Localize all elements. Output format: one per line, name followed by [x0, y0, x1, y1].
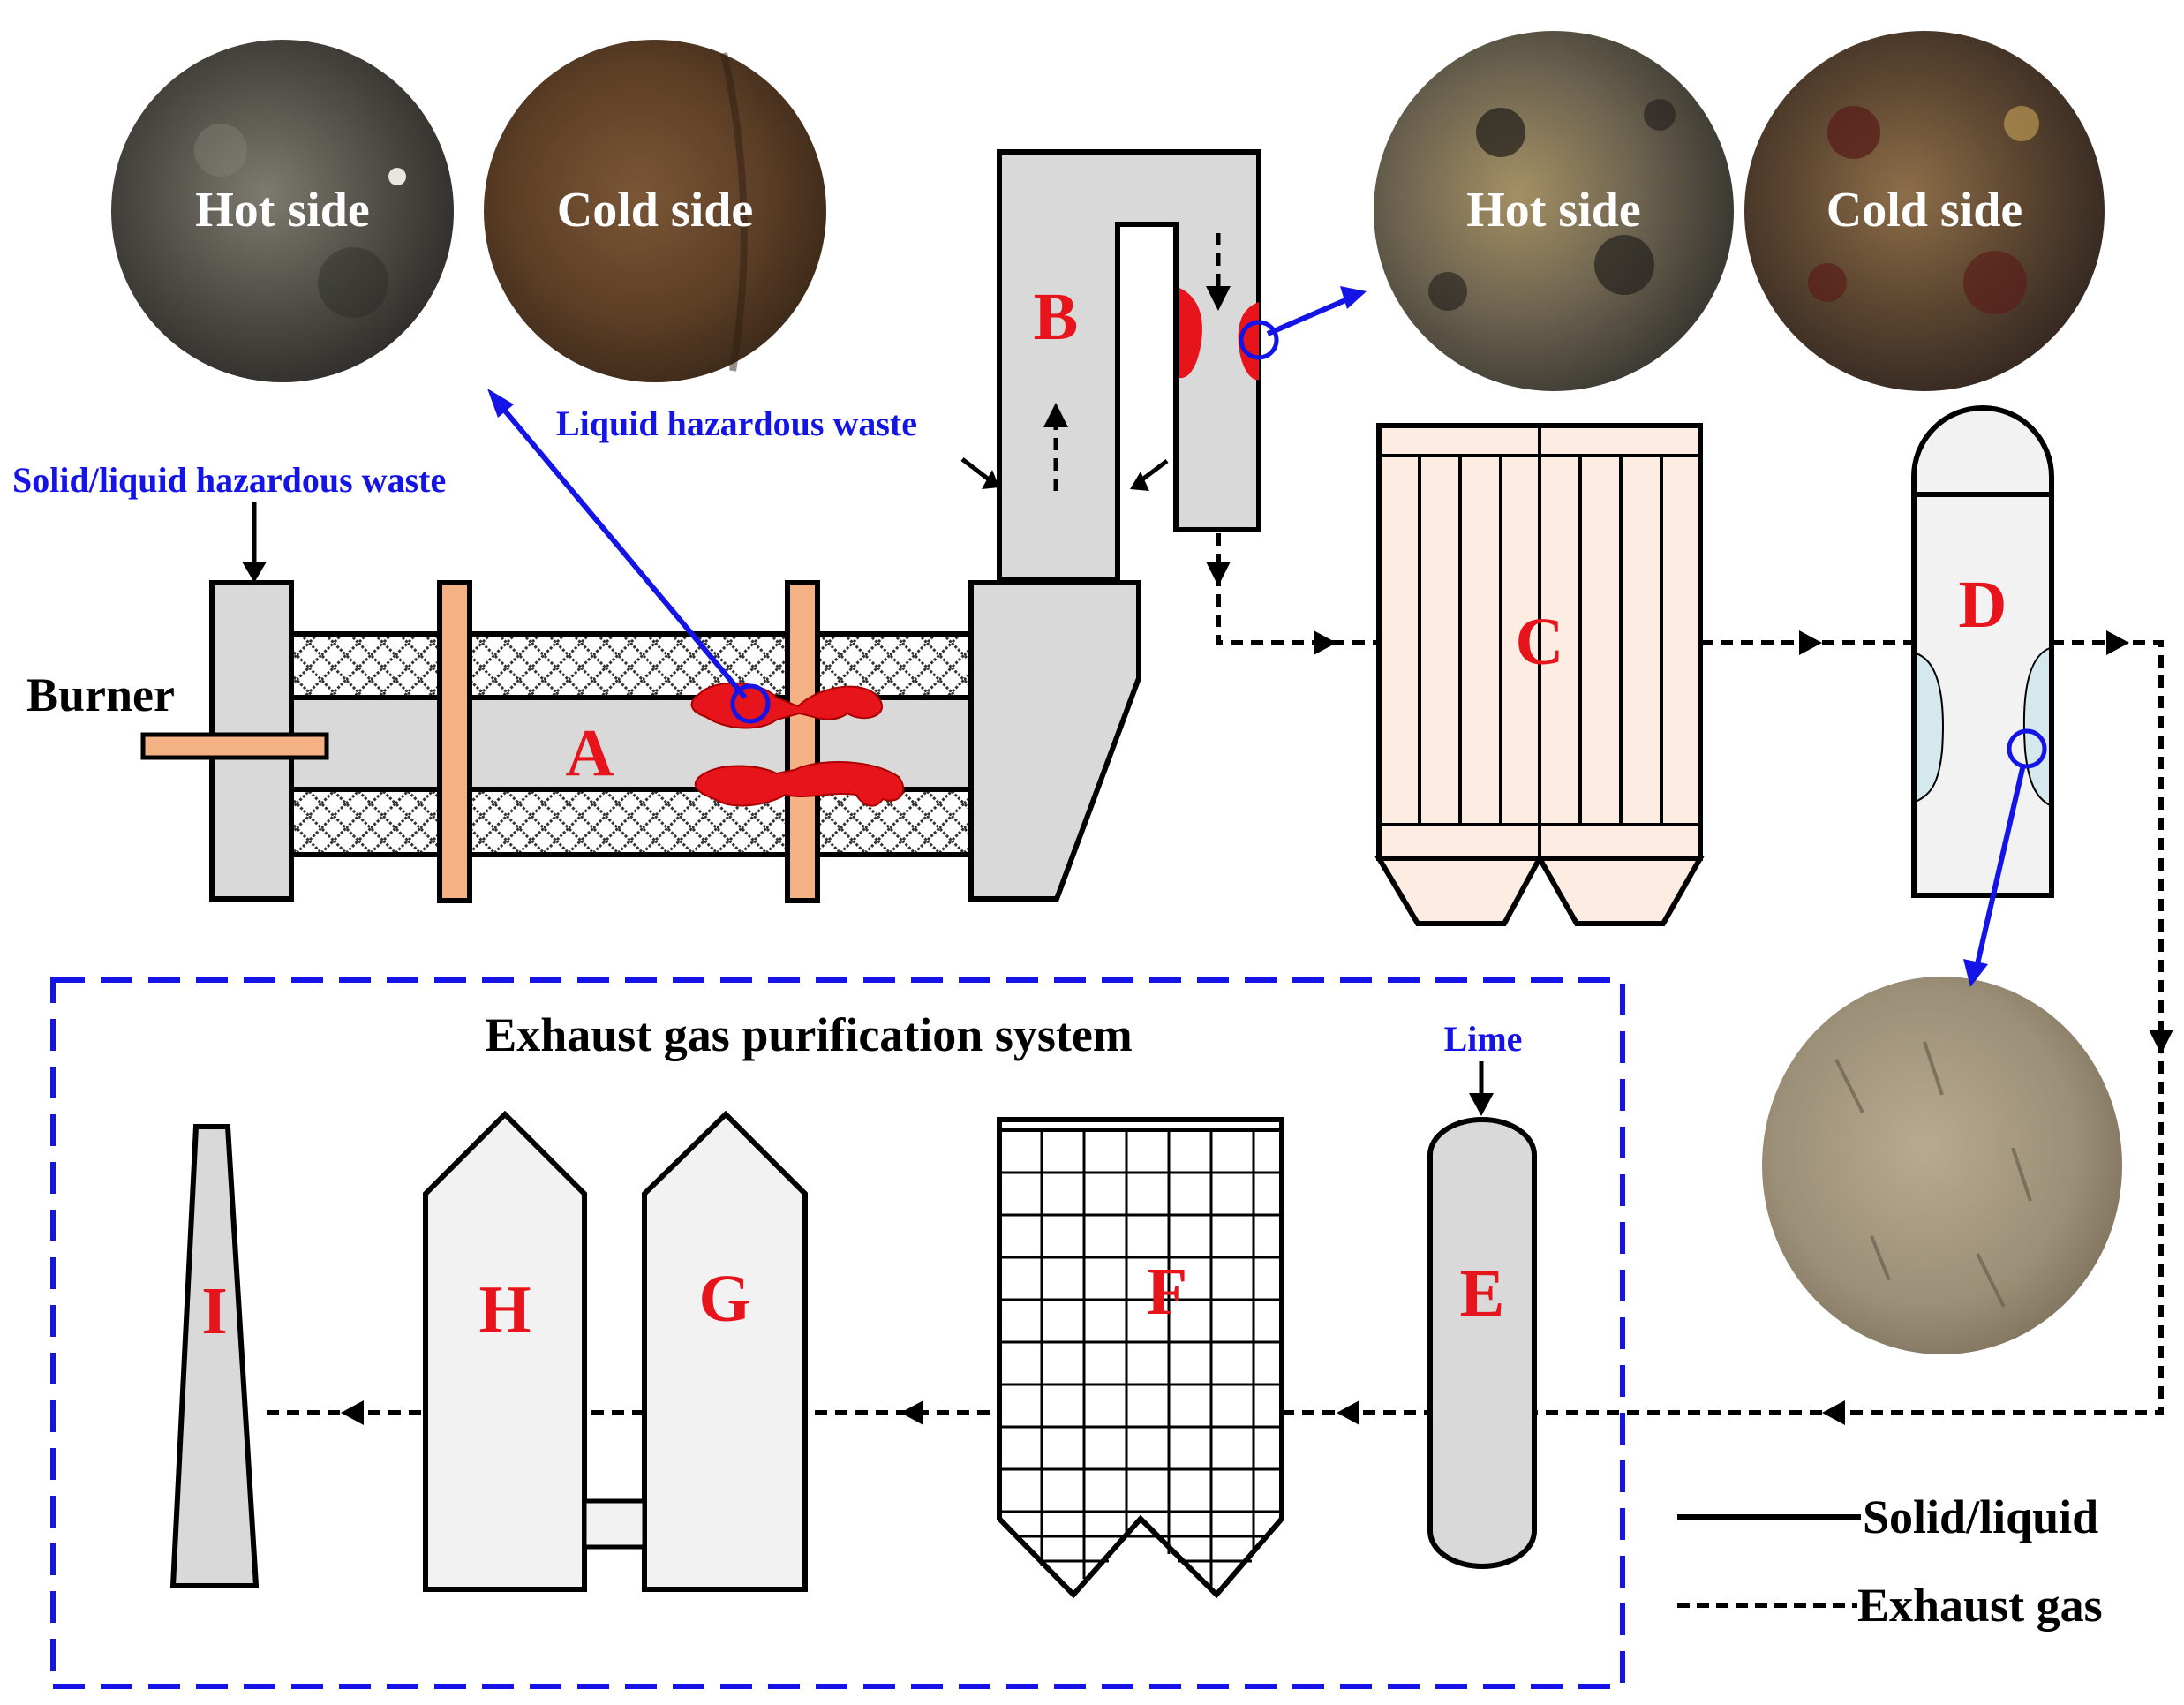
legend-gas-label: Exhaust gas	[1857, 1579, 2103, 1632]
rotary-kiln	[289, 580, 974, 903]
unit-label-a: A	[566, 716, 614, 790]
lime-label: Lime	[1444, 1019, 1523, 1059]
unit-label-d: D	[1959, 568, 2007, 642]
chamber-sample-marker	[1239, 320, 1279, 360]
legend-solid-label: Solid/liquid	[1863, 1490, 2098, 1543]
burner-pipe	[140, 732, 329, 760]
unit-label-g: G	[698, 1262, 750, 1336]
purification-system-title: Exhaust gas purification system	[485, 1008, 1133, 1061]
unit-label-i: I	[201, 1274, 228, 1348]
solid-liquid-waste-label: Solid/liquid hazardous waste	[12, 460, 446, 500]
burner-label: Burner	[26, 668, 175, 721]
scrubber-sample-marker	[2007, 728, 2047, 769]
kiln-cold-side-label: Cold side	[557, 183, 754, 238]
unit-label-h: H	[478, 1272, 531, 1347]
liquid-waste-label: Liquid hazardous waste	[556, 404, 917, 443]
kiln-head	[140, 580, 329, 902]
chamber-cold-side-label: Cold side	[1826, 183, 2023, 238]
unit-label-c: C	[1516, 605, 1564, 679]
kiln-hot-side-label: Hot side	[195, 183, 370, 238]
scrubber-ash-photo	[1762, 977, 2122, 1354]
kiln-hot-side-photo: Hot side	[111, 40, 454, 382]
scrubber-sample-callout-arrow	[1963, 764, 2026, 987]
kiln-refractory-bottom	[289, 787, 974, 857]
kiln-sample-callout-arrow	[487, 389, 748, 699]
solid-liquid-feed-arrow	[242, 502, 267, 583]
unit-label-f: F	[1147, 1255, 1187, 1329]
chimney-stack	[169, 1124, 260, 1588]
scrubber-g	[642, 1110, 808, 1592]
liquid-waste-feed-arrows	[960, 457, 1169, 491]
chamber-hot-side-label: Hot side	[1466, 183, 1641, 238]
chamber-cold-side-photo: Cold side	[1744, 31, 2105, 391]
chamber-sample-callout-arrow	[1266, 286, 1367, 336]
semi-dry-scrubber	[1911, 405, 2054, 898]
kiln-sample-marker	[730, 683, 771, 724]
chamber-slag-left	[1179, 288, 1202, 379]
kiln-cold-side-photo: Cold side	[484, 40, 826, 382]
chamber-hot-side-photo: Hot side	[1374, 31, 1734, 391]
kiln-ring-right	[785, 580, 820, 903]
g-h-connector	[582, 1498, 647, 1550]
grid-filter	[997, 1117, 1284, 1599]
secondary-combustion-chamber	[968, 149, 1279, 902]
kiln-refractory-top	[289, 631, 974, 700]
bag-filter	[1374, 423, 1706, 926]
scrubber-h	[423, 1110, 587, 1592]
unit-label-b: B	[1034, 280, 1079, 354]
lime-reactor	[1427, 1117, 1537, 1569]
exhaust-gas-arrowheads	[341, 562, 2173, 1425]
scrubber-deposit-left	[1915, 652, 1944, 803]
legend: Solid/liquid Exhaust gas	[1677, 1490, 2103, 1632]
lime-feed-arrow	[1469, 1061, 1494, 1116]
kiln-slag-lower	[694, 760, 905, 807]
unit-label-e: E	[1460, 1256, 1505, 1331]
purification-system-boundary	[50, 977, 1625, 1689]
kiln-ring-left	[437, 580, 472, 903]
